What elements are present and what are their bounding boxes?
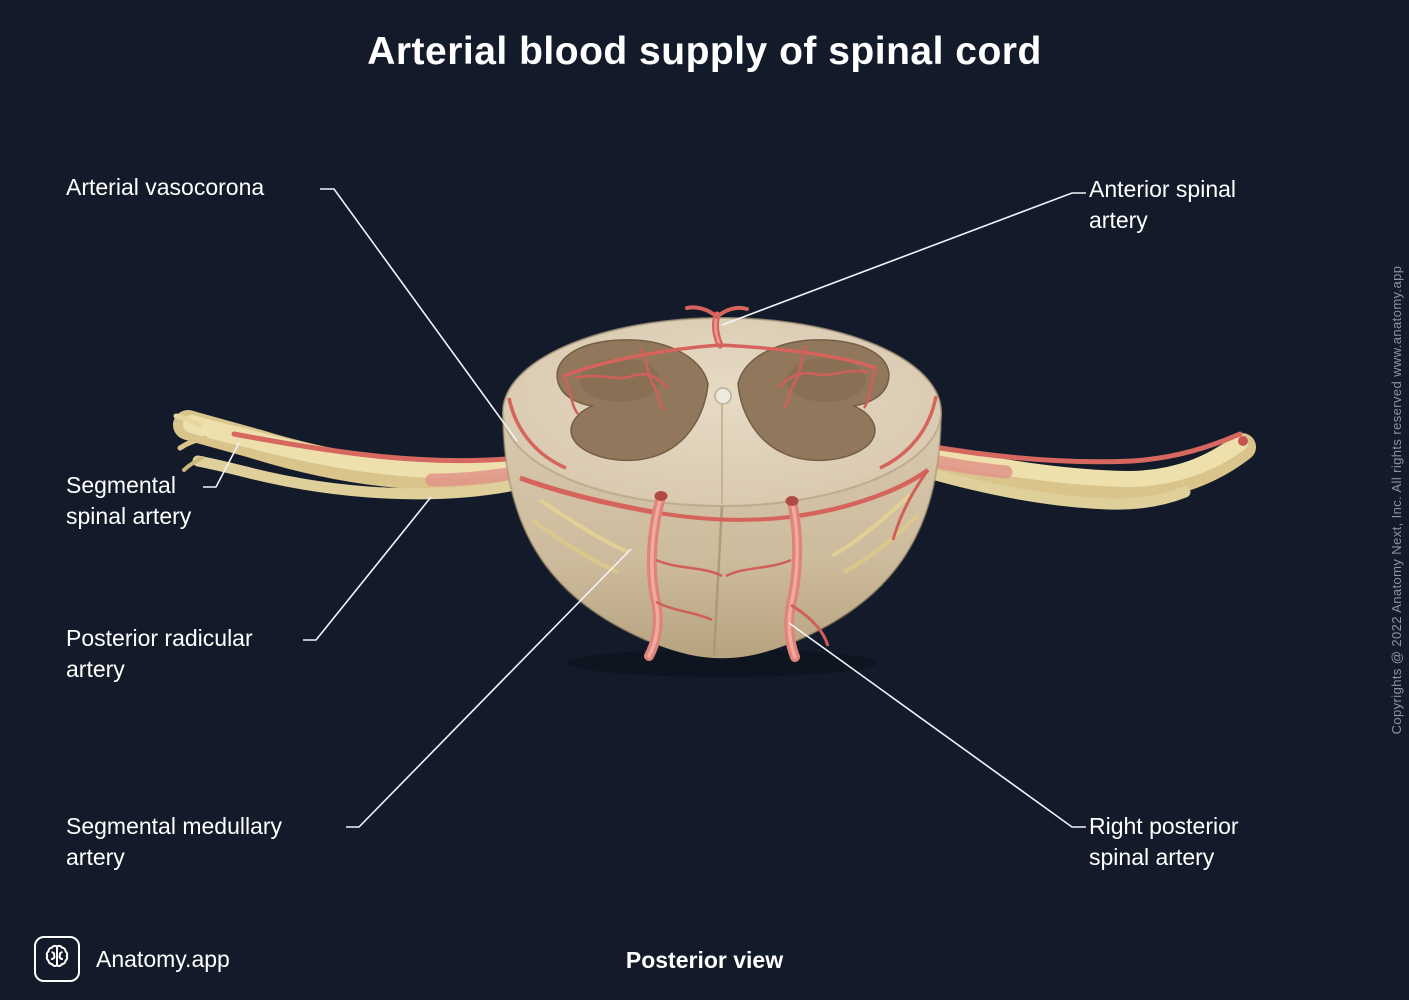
leader-line-posterior-radicular-artery [303, 496, 432, 641]
median-fissure [712, 504, 724, 656]
left-segmental-spinal-artery [231, 431, 523, 464]
label-segmental-medullary-artery: Segmental medullary artery [66, 813, 283, 871]
label-anterior-spinal-artery: Anterior spinal artery [1089, 176, 1237, 234]
label-segmental-spinal-artery: Segmental spinal artery [66, 472, 192, 530]
gray-matter [556, 339, 890, 462]
view-caption: Posterior view [625, 947, 784, 973]
brand-name: Anatomy.app [96, 945, 230, 972]
left-nerve-root [173, 410, 535, 500]
right-segmental-spinal-artery [925, 431, 1243, 465]
brand-logo [34, 936, 80, 982]
central-canal [714, 387, 732, 405]
leader-line-segmental-spinal-artery [203, 442, 240, 488]
arterial-vasocorona-vessels [507, 345, 938, 470]
leader-line-segmental-medullary-artery [346, 548, 632, 828]
leader-line-arterial-vasocorona [320, 188, 518, 442]
label-right-posterior-spinal-artery: Right posterior spinal artery [1089, 813, 1239, 871]
brand: Anatomy.app [34, 936, 230, 982]
label-posterior-radicular-artery: Posterior radicular artery [66, 625, 253, 683]
label-arterial-vasocorona: Arterial vasocorona [66, 174, 265, 200]
brain-icon [41, 941, 73, 978]
posterior-spinal-artery-vessels [519, 468, 930, 662]
copyright-text: Copyrights @ 2022 Anatomy Next, Inc. All… [1389, 265, 1404, 735]
leader-line-right-posterior-spinal-artery [788, 622, 1086, 828]
leader-line-anterior-spinal-artery [721, 192, 1086, 326]
page-title: Arterial blood supply of spinal cord [367, 30, 1042, 73]
right-nerve-root [914, 431, 1256, 510]
spinal-cord-cross-section [502, 317, 942, 507]
